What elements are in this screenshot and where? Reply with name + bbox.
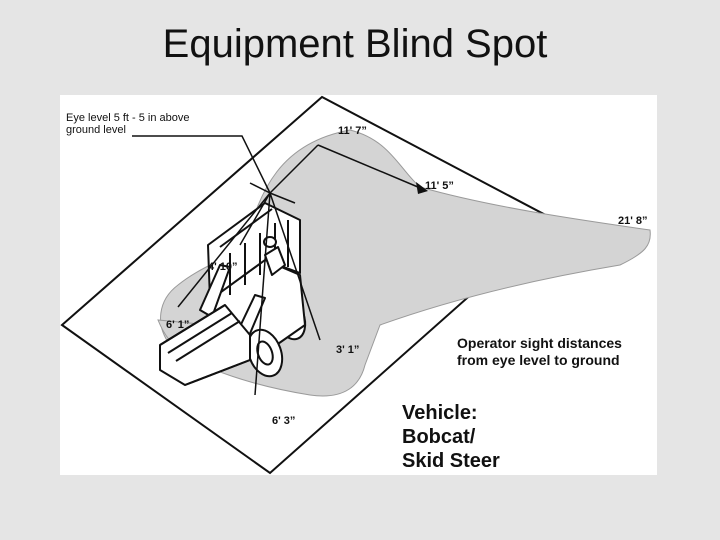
vehicle-label-line2: Bobcat/ [402,426,476,448]
arrow-head [416,182,428,194]
blind-spot-diagram [60,95,651,475]
sight-lines [132,135,426,396]
diagram-panel: Eye level 5 ft - 5 in above ground level… [60,95,657,475]
caption-line2: from eye level to ground [457,352,620,368]
eye-level-label-line1: Eye level 5 ft - 5 in above [66,112,190,124]
caption-line1: Operator sight distances [457,335,622,351]
slide-title: Equipment Blind Spot [162,22,548,66]
eye-level-label-line2: ground level [66,124,126,136]
distance-label-6-3: 6' 3” [272,415,296,427]
skid-steer-illustration [159,202,307,386]
vehicle-label-line3: Skid Steer [402,450,500,472]
distance-label-11-7: 11' 7” [338,125,367,137]
distance-label-6-1: 6' 1” [166,319,190,331]
distance-label-3-1: 3' 1” [336,344,360,356]
distance-label-21-8: 21' 8” [618,215,648,227]
distance-label-11-5: 11' 5” [425,180,454,192]
distance-label-4-10: 4' 10” [208,261,238,273]
vehicle-label-line1: Vehicle: [402,402,478,424]
